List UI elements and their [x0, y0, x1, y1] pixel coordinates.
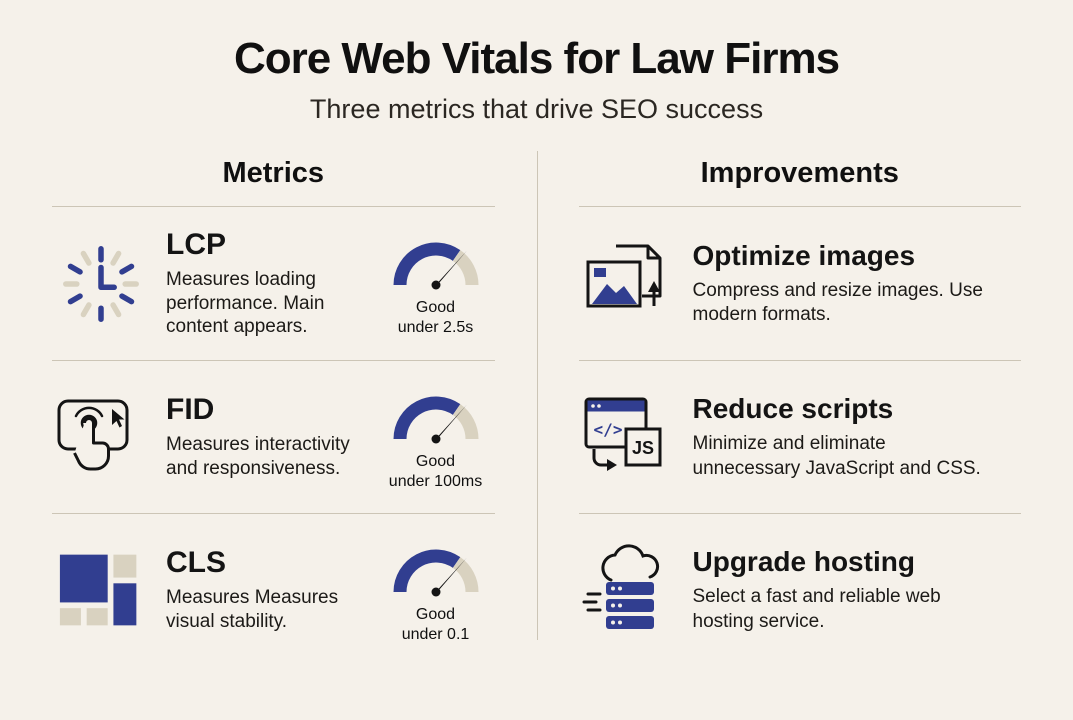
script-icon: </> JS — [579, 394, 677, 480]
improvement-description: Select a fast and reliable web hosting s… — [692, 586, 941, 632]
metrics-column: Metrics — [46, 147, 537, 666]
columns: Metrics — [46, 147, 1027, 666]
clock-icon — [52, 240, 150, 328]
gauge-caption: Good under 2.5s — [397, 299, 474, 336]
improvement-row-hosting: Upgrade hosting Select a fast and reliab… — [578, 513, 1022, 666]
improvement-row-scripts: </> JS Reduce scripts Minimize and elimi… — [578, 360, 1022, 513]
metric-abbr: FID — [166, 393, 215, 427]
metric-text: LCP Measures loading performance. Main c… — [166, 228, 361, 340]
header: Core Web Vitals for Law Firms Three metr… — [0, 0, 1073, 125]
gauge-icon — [393, 396, 478, 443]
gauge-icon — [393, 242, 478, 290]
metric-description: Measures Measures visual stability. — [166, 587, 339, 632]
metric-text: CLS Measures Measures visual stability. — [166, 546, 361, 634]
improvement-text: Optimize images Compress and resize imag… — [693, 240, 1022, 328]
metrics-header: Metrics — [52, 147, 495, 207]
gauge-icon — [393, 549, 478, 596]
metric-row-fid: FID Measures interactivity and responsiv… — [52, 360, 495, 513]
metric-text: FID Measures interactivity and responsiv… — [166, 393, 361, 481]
improvement-row-images: Optimize images Compress and resize imag… — [579, 207, 1022, 360]
improvement-description: Compress and resize images. Use modern f… — [692, 279, 983, 325]
layout-shift-icon — [52, 547, 150, 633]
svg-text:</>: </> — [593, 420, 622, 439]
improvement-title: Reduce scripts — [692, 393, 894, 425]
page-title: Core Web Vitals for Law Firms — [233, 34, 840, 83]
improvement-description: Minimize and eliminate unnecessary JavaS… — [692, 433, 981, 479]
improvement-text: Reduce scripts Minimize and eliminate un… — [693, 393, 1022, 481]
gauge-caption: Good under 0.1 — [401, 605, 470, 643]
tap-icon — [52, 394, 150, 480]
images-icon — [579, 238, 677, 330]
metric-description: Measures loading performance. Main conte… — [166, 268, 325, 338]
metric-abbr: CLS — [166, 546, 226, 580]
improvements-column: Improvements Optimize images — [537, 147, 1028, 666]
metric-abbr: LCP — [166, 227, 226, 261]
gauge: Good under 2.5s — [377, 229, 495, 338]
metric-row-cls: CLS Measures Measures visual stability. … — [52, 513, 495, 666]
metric-description: Measures interactivity and responsivenes… — [166, 434, 350, 479]
gauge: Good under 0.1 — [377, 536, 495, 645]
hosting-icon — [579, 544, 677, 636]
gauge-caption: Good under 100ms — [388, 452, 483, 490]
improvement-title: Upgrade hosting — [692, 546, 915, 578]
improvement-text: Upgrade hosting Select a fast and reliab… — [693, 546, 1022, 634]
improvement-title: Optimize images — [692, 239, 916, 271]
svg-text:JS: JS — [631, 438, 653, 458]
gauge: Good under 100ms — [377, 383, 495, 492]
improvements-header: Improvements — [578, 147, 1021, 207]
metric-row-lcp: LCP Measures loading performance. Main c… — [52, 207, 495, 360]
page-subtitle: Three metrics that drive SEO success — [309, 94, 764, 124]
